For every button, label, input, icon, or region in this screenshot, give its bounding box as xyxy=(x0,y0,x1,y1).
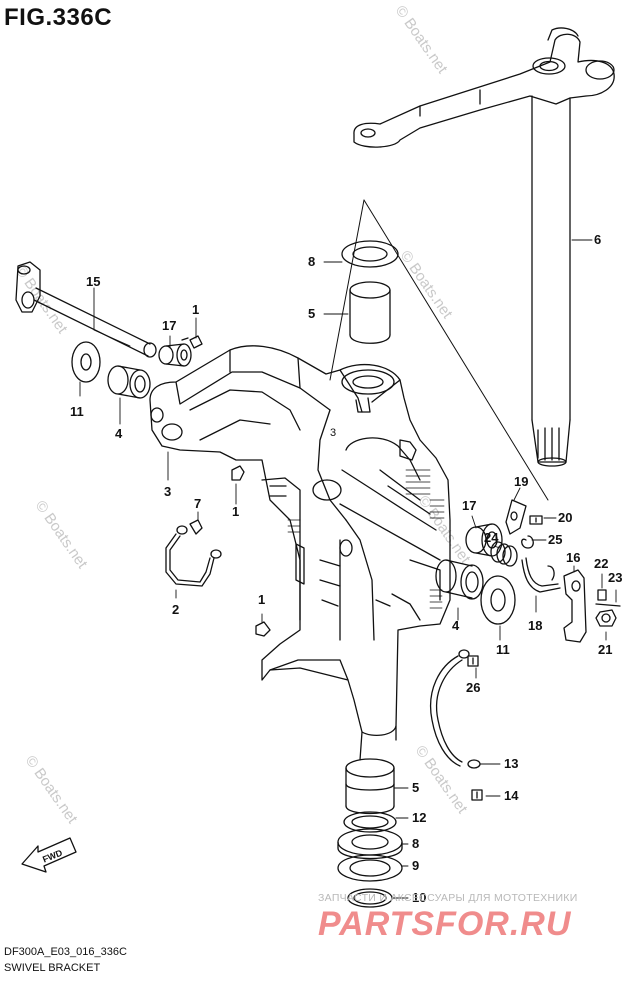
steering-shaft-part-6 xyxy=(353,27,615,467)
grease-nipple-part-1-mid xyxy=(231,465,245,481)
callout-label: 21 xyxy=(598,642,612,657)
callout-label: 14 xyxy=(504,788,519,803)
callout-label: 13 xyxy=(504,756,518,771)
watermark-text: © Boats.net xyxy=(397,248,456,323)
figure-code: DF300A_E03_016_336C xyxy=(4,946,127,958)
svg-text:3: 3 xyxy=(330,427,336,439)
bushing-part-17-left xyxy=(158,343,192,367)
callout-label: 11 xyxy=(70,404,84,419)
seal-part-9 xyxy=(337,854,403,882)
callout-label: 8 xyxy=(412,836,419,851)
washer-part-8 xyxy=(341,240,399,268)
spring-part-24 xyxy=(490,541,518,567)
pin-part-23 xyxy=(595,603,621,607)
callout-label: 16 xyxy=(566,550,580,565)
ground-wire-part-2 xyxy=(165,525,222,587)
bushing-part-5-bottom xyxy=(345,758,395,815)
bushing-part-17-right xyxy=(465,523,503,557)
callout-label: 8 xyxy=(308,254,315,269)
washer-part-11-left xyxy=(71,341,101,383)
callout-label: 6 xyxy=(594,232,601,247)
callout-label: 10 xyxy=(412,890,426,905)
callout-label: 3 xyxy=(164,484,171,499)
washer-part-11-right xyxy=(480,575,516,625)
tilt-pin-part-15 xyxy=(15,261,157,358)
callout-label: 24 xyxy=(484,530,499,545)
callout-label: 1 xyxy=(258,592,265,607)
callout-label: 23 xyxy=(608,570,622,585)
washer-part-8-bottom xyxy=(337,828,403,860)
watermark-text: © Boats.net xyxy=(22,753,81,828)
watermark-text: © Boats.net xyxy=(392,3,451,78)
bushing-part-4-right xyxy=(435,559,484,600)
bolt-part-14 xyxy=(471,789,483,801)
callout-label: 7 xyxy=(194,496,201,511)
callout-label: 9 xyxy=(412,858,419,873)
grease-nipple-part-1-low xyxy=(255,621,271,637)
bolt-part-1-top xyxy=(181,335,203,349)
watermark-subtitle: ЗАПЧАСТИ И АКСЕССУАРЫ ДЛЯ МОТОТЕХНИКИ xyxy=(318,892,578,904)
pin-part-22 xyxy=(597,589,607,601)
callout-label: 22 xyxy=(594,556,608,571)
callout-label: 25 xyxy=(548,532,562,547)
bushing-part-4-left xyxy=(107,365,151,399)
watermark-brand: PARTSFOR.RU xyxy=(318,905,572,943)
bushing-part-5 xyxy=(349,281,391,344)
callout-label: 5 xyxy=(412,780,419,795)
callout-label: 19 xyxy=(514,474,528,489)
callout-label: 11 xyxy=(496,642,510,657)
bolt-part-20 xyxy=(529,515,543,525)
callout-label: 12 xyxy=(412,810,426,825)
clip-part-19 xyxy=(505,499,527,535)
ground-wire-part-13 xyxy=(430,649,481,769)
watermark-text: © Boats.net xyxy=(412,743,471,818)
spring-part-25 xyxy=(521,535,534,549)
bracket-part-16 xyxy=(563,569,587,643)
figure-name: SWIVEL BRACKET xyxy=(4,962,101,974)
callout-label: 5 xyxy=(308,306,315,321)
nut-part-21 xyxy=(595,609,617,627)
bolt-part-7 xyxy=(189,519,203,535)
callout-label: 20 xyxy=(558,510,572,525)
callout-label: 18 xyxy=(528,618,542,633)
callout-label: 2 xyxy=(172,602,179,617)
leader-lines xyxy=(79,239,617,899)
figure-title: FIG.336C xyxy=(4,4,113,31)
washer-part-12 xyxy=(343,811,397,833)
callout-label: 17 xyxy=(162,318,176,333)
rod-part-18 xyxy=(521,557,561,593)
fwd-arrow-icon: FWD xyxy=(21,837,77,873)
callout-label: 4 xyxy=(452,618,460,633)
callout-label: 15 xyxy=(86,274,100,289)
callout-label: 1 xyxy=(192,302,199,317)
swivel-bracket-body: 3 xyxy=(149,345,451,761)
callout-label: 4 xyxy=(115,426,123,441)
watermark-text: © Boats.net xyxy=(32,498,91,573)
callout-label: 1 xyxy=(232,504,239,519)
bolt-part-26 xyxy=(467,655,479,667)
callout-label: 17 xyxy=(462,498,476,513)
callout-label: 26 xyxy=(466,680,480,695)
